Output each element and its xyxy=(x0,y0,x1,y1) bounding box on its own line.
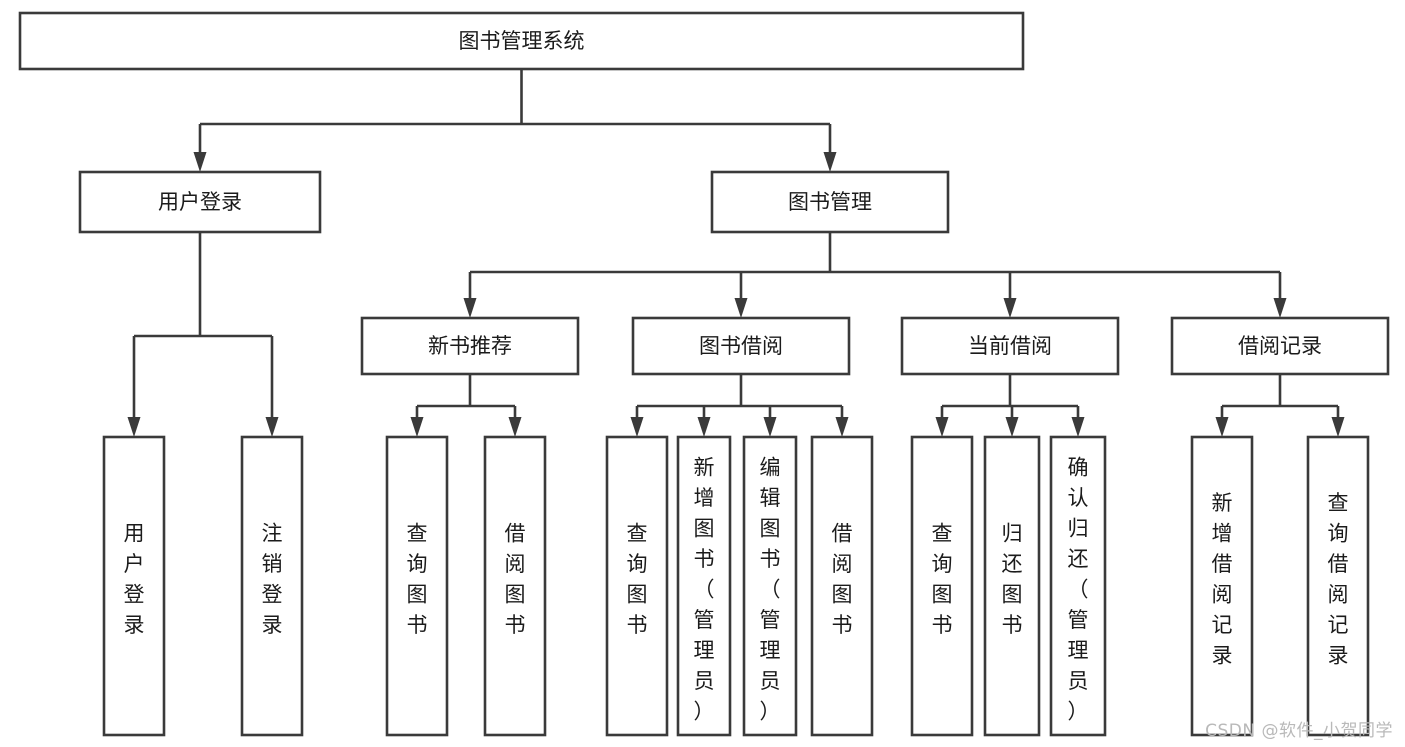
node-bb-borrow[interactable]: 借阅图书 xyxy=(810,435,874,737)
connector-arrowhead xyxy=(265,417,279,437)
node-label: 当前借阅 xyxy=(968,334,1052,358)
node-borrow-record[interactable]: 借阅记录 xyxy=(1170,316,1390,376)
node-user-logout[interactable]: 注销登录 xyxy=(240,435,304,737)
connector-arrowhead xyxy=(835,417,849,437)
connector-arrowhead xyxy=(1331,417,1345,437)
node-label: 新增图书（管理员） xyxy=(694,455,715,723)
node-label: 借阅图书 xyxy=(832,521,853,637)
node-box xyxy=(483,435,547,737)
node-box xyxy=(710,170,950,234)
connector-arrowhead xyxy=(1071,417,1085,437)
node-root[interactable]: 图书管理系统 xyxy=(18,11,1025,71)
node-bb-add[interactable]: 新增图书（管理员） xyxy=(676,435,732,737)
node-box xyxy=(102,435,166,737)
node-box xyxy=(1306,435,1370,737)
node-box xyxy=(742,435,798,737)
node-label: 查询图书 xyxy=(407,521,428,637)
node-box xyxy=(983,435,1041,737)
node-label: 查询图书 xyxy=(627,521,648,637)
node-box xyxy=(385,435,449,737)
node-cb-return[interactable]: 归还图书 xyxy=(983,435,1041,737)
node-label: 注销登录 xyxy=(262,521,283,637)
connector-arrowhead xyxy=(734,298,748,318)
node-user-login[interactable]: 用户登录 xyxy=(78,170,322,234)
node-cb-query[interactable]: 查询图书 xyxy=(910,435,974,737)
connector-arrowhead xyxy=(630,417,644,437)
node-layer: 图书管理系统用户登录用户登录注销登录图书管理新书推荐查询图书借阅图书图书借阅查询… xyxy=(18,11,1390,737)
node-book-borrow[interactable]: 图书借阅 xyxy=(631,316,851,376)
node-box xyxy=(240,435,304,737)
node-label: 编辑图书（管理员） xyxy=(760,455,781,723)
connector-arrowhead xyxy=(1005,417,1019,437)
node-box xyxy=(676,435,732,737)
connector-arrowhead xyxy=(1215,417,1229,437)
node-book-manage[interactable]: 图书管理 xyxy=(710,170,950,234)
node-label: 新增借阅记录 xyxy=(1212,491,1233,668)
node-br-query[interactable]: 查询借阅记录 xyxy=(1306,435,1370,737)
node-nbr-borrow[interactable]: 借阅图书 xyxy=(483,435,547,737)
node-box xyxy=(631,316,851,376)
node-box xyxy=(78,170,322,234)
node-label: 查询借阅记录 xyxy=(1328,491,1349,668)
node-label: 用户登录 xyxy=(158,190,242,214)
connector-arrowhead xyxy=(410,417,424,437)
node-current-borrow[interactable]: 当前借阅 xyxy=(900,316,1120,376)
connector-arrowhead xyxy=(127,417,141,437)
node-box xyxy=(1170,316,1390,376)
node-nbr-query[interactable]: 查询图书 xyxy=(385,435,449,737)
node-user-login-do[interactable]: 用户登录 xyxy=(102,435,166,737)
connector-layer xyxy=(127,69,1345,437)
node-label: 图书管理系统 xyxy=(459,29,585,53)
connector-arrowhead xyxy=(463,298,477,318)
node-label: 确认归还（管理员） xyxy=(1068,455,1089,723)
node-box xyxy=(910,435,974,737)
node-box xyxy=(810,435,874,737)
connector-arrowhead xyxy=(935,417,949,437)
connector-arrowhead xyxy=(193,152,207,172)
node-box xyxy=(18,11,1025,71)
node-box xyxy=(900,316,1120,376)
node-bb-edit[interactable]: 编辑图书（管理员） xyxy=(742,435,798,737)
connector-arrowhead xyxy=(508,417,522,437)
node-bb-query[interactable]: 查询图书 xyxy=(605,435,669,737)
node-box xyxy=(605,435,669,737)
node-label: 用户登录 xyxy=(124,521,145,637)
connector-arrowhead xyxy=(823,152,837,172)
node-box xyxy=(360,316,580,376)
connector-arrowhead xyxy=(763,417,777,437)
node-new-book-rec[interactable]: 新书推荐 xyxy=(360,316,580,376)
node-label: 归还图书 xyxy=(1002,521,1023,637)
connector-arrowhead xyxy=(1273,298,1287,318)
node-box xyxy=(1190,435,1254,737)
node-label: 借阅记录 xyxy=(1238,334,1322,358)
node-label: 图书管理 xyxy=(788,190,872,214)
node-label: 图书借阅 xyxy=(699,334,783,358)
connector-arrowhead xyxy=(697,417,711,437)
node-box xyxy=(1049,435,1107,737)
node-label: 查询图书 xyxy=(932,521,953,637)
node-cb-confirm[interactable]: 确认归还（管理员） xyxy=(1049,435,1107,737)
node-label: 借阅图书 xyxy=(505,521,526,637)
node-br-add[interactable]: 新增借阅记录 xyxy=(1190,435,1254,737)
node-label: 新书推荐 xyxy=(428,334,512,358)
connector-arrowhead xyxy=(1003,298,1017,318)
